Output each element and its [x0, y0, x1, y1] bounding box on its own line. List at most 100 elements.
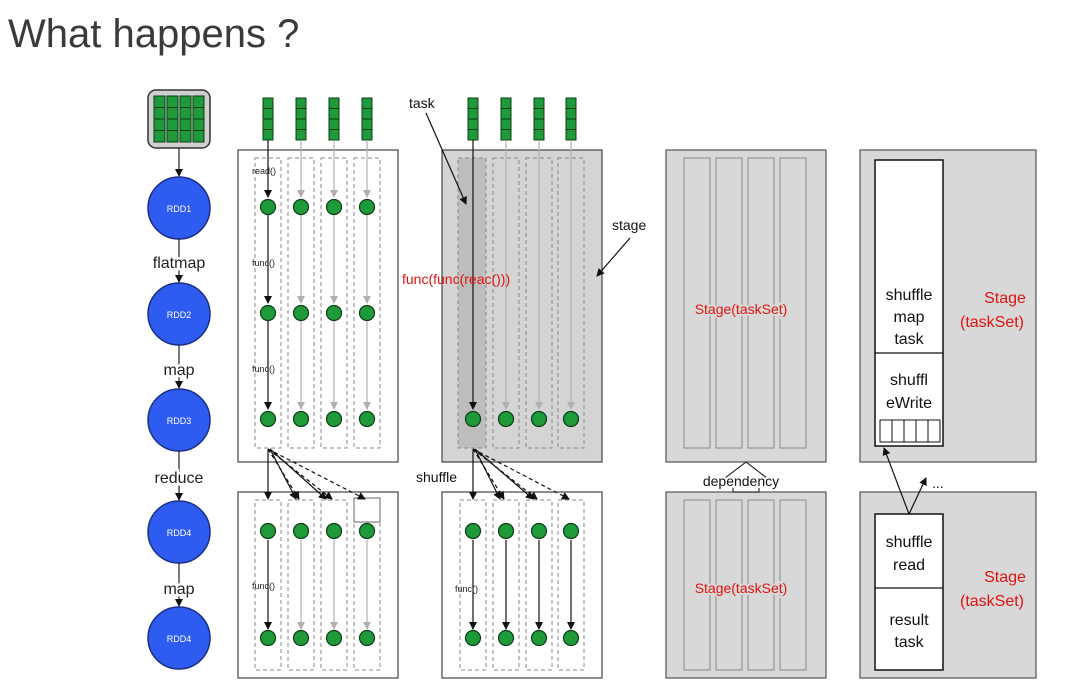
shuffle-map-task-line: map [893, 309, 924, 326]
partition-node [259, 410, 277, 428]
shuffle-label: shuffle [416, 469, 457, 485]
rdd-node: RDD3 [147, 388, 211, 452]
partition-node [358, 629, 376, 647]
partition-node [358, 304, 376, 322]
dependency-label: dependency [703, 473, 779, 489]
partition-node [562, 522, 580, 540]
partition-node [325, 410, 343, 428]
ellipsis-label: ... [932, 475, 944, 491]
partition-node [358, 198, 376, 216]
partition-node [292, 198, 310, 216]
shuffle-map-task-line: shuffle [886, 287, 933, 304]
partition-node [562, 410, 580, 428]
result-task-line: task [894, 634, 924, 651]
shuffle-map-task-line: task [894, 331, 924, 348]
partition-node [464, 522, 482, 540]
stage-taskset-label: Stage [984, 569, 1026, 586]
task-types-panel: shuffle map task shuffl eWrite Stage (ta… [859, 149, 1037, 679]
shuffle-write-line: shuffl [890, 372, 928, 389]
rdd-node: RDD1 [147, 176, 211, 240]
partition-node [325, 304, 343, 322]
flow-arrow [269, 448, 297, 500]
task-lane [683, 157, 711, 449]
task-lane [683, 499, 711, 671]
rdd-lineage: RDD1 flatmap RDD2 map RDD3 reduce RDD4 m… [147, 89, 211, 670]
buffer-cell [879, 419, 893, 443]
partition-node [259, 522, 277, 540]
task-label: task [409, 95, 436, 111]
buffer-cell [891, 419, 905, 443]
stage-taskset-label: (taskSet) [960, 314, 1024, 331]
op-label: reduce [155, 470, 204, 487]
flow-arrow [269, 448, 327, 500]
buffer-cell [927, 419, 941, 443]
partition-lane [492, 157, 520, 449]
partition-node [530, 522, 548, 540]
partition-node [562, 629, 580, 647]
op-label: map [163, 581, 194, 598]
partition-lane [353, 157, 381, 449]
partition-node [497, 410, 515, 428]
partition-node [530, 410, 548, 428]
partition-node [259, 304, 277, 322]
partition-lane [525, 157, 553, 449]
partition-panel: read() func() func() func() [237, 97, 399, 679]
partition-lane [320, 157, 348, 449]
flow-arrow [472, 448, 505, 500]
stage-panel: task stage func(func(reac())) shuffle fu… [402, 95, 646, 679]
partition-node [325, 629, 343, 647]
func-chain-label: func(func(reac())) [402, 271, 510, 287]
slide-title: What happens ? [8, 12, 300, 56]
buffer-cell [903, 419, 917, 443]
data-source-icon [147, 89, 211, 149]
func-label: func() [252, 258, 275, 268]
task-lane [747, 157, 775, 449]
shuffle-write-line: eWrite [886, 395, 932, 412]
rdd-node: RDD4 [147, 606, 211, 670]
func-label: func() [252, 581, 275, 591]
shuffle-read-line: shuffle [886, 534, 933, 551]
op-label: flatmap [153, 255, 206, 272]
partition-lane [287, 157, 315, 449]
op-label: map [163, 362, 194, 379]
rdd-label: RDD2 [167, 310, 192, 320]
partition-node [358, 410, 376, 428]
read-label: read() [252, 166, 276, 176]
buffer-cell [915, 419, 929, 443]
task-lane [747, 499, 775, 671]
partition-node [464, 410, 482, 428]
rdd-label: RDD1 [167, 204, 192, 214]
stage-taskset-label: Stage(taskSet) [695, 580, 788, 596]
flow-arrow [474, 448, 501, 500]
stage-dependency-panel: Stage(taskSet) Stage(taskSet) dependency [665, 149, 827, 679]
rdd-node: RDD4 [147, 500, 211, 564]
partition-lane [557, 157, 585, 449]
shuffle-read-line: read [893, 557, 925, 574]
stage-taskset-label: Stage(taskSet) [695, 301, 788, 317]
partition-node [292, 629, 310, 647]
partition-node [292, 410, 310, 428]
func-label: func() [455, 584, 478, 594]
partition-node [497, 522, 515, 540]
task-lane [779, 157, 807, 449]
task-lane [779, 499, 807, 671]
partition-node [358, 522, 376, 540]
flow-arrow [474, 448, 534, 500]
partition-node [292, 522, 310, 540]
partition-node [259, 198, 277, 216]
rdd-label: RDD3 [167, 416, 192, 426]
rdd-node: RDD2 [147, 282, 211, 346]
partition-node [464, 629, 482, 647]
partition-node [497, 629, 515, 647]
stage-taskset-label: (taskSet) [960, 593, 1024, 610]
rdd-label: RDD4 [167, 528, 192, 538]
func-label: func() [252, 364, 275, 374]
partition-node [530, 629, 548, 647]
stage-label: stage [612, 217, 646, 233]
task-lane [715, 499, 743, 671]
task-lane [715, 157, 743, 449]
partition-node [292, 304, 310, 322]
partition-node [325, 198, 343, 216]
result-task-line: result [889, 612, 929, 629]
